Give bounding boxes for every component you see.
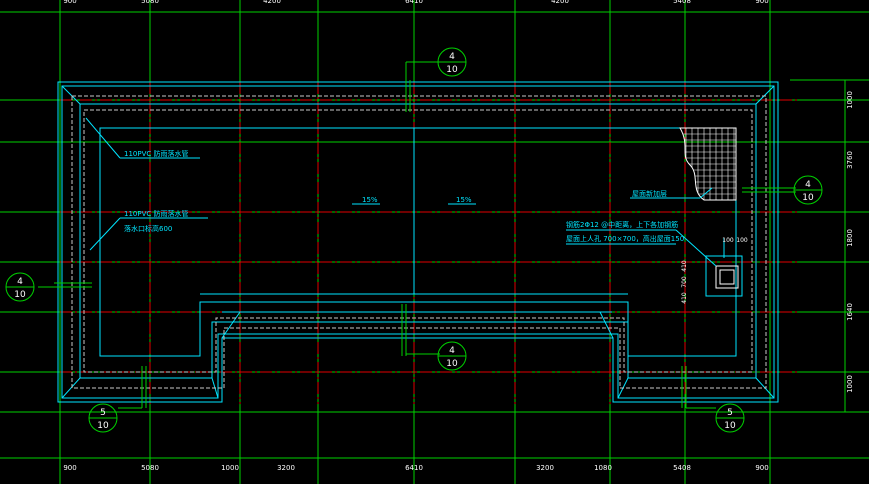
dim-top-4: 6410 — [405, 0, 423, 5]
dim-top-7: 900 — [755, 0, 768, 5]
note-hatch-2: 屋面上人孔 700×700，高出屋面150 — [566, 234, 684, 243]
section-mark-left-num: 4 — [17, 277, 23, 287]
dim-top-1: 900 — [63, 0, 76, 5]
dim-right-4: 1640 — [846, 303, 854, 321]
dim-bottom-6: 3200 — [536, 464, 554, 472]
dim-right-1: 1000 — [846, 91, 854, 109]
dim-inner-2: 100 — [736, 237, 748, 244]
parapet-dashed — [71, 95, 767, 389]
dim-top-5: 4200 — [551, 0, 569, 5]
section-mark-br-sheet: 10 — [724, 421, 736, 431]
note-hatch-1: 钢筋2Φ12 @中距离，上下各加钢筋 — [566, 220, 678, 229]
section-mark-circles — [5, 47, 823, 433]
dim-right-2: 3760 — [846, 151, 854, 169]
dim-inner-3: 410 — [681, 260, 688, 272]
dim-bottom-9: 900 — [755, 464, 768, 472]
note-pipe-2: 110PVC 防雨落水管 — [124, 209, 188, 218]
dim-bottom-7: 1080 — [594, 464, 612, 472]
section-mark-bl-num: 5 — [100, 408, 106, 418]
note-hatch-label: 屋面新加层 — [632, 189, 667, 198]
dim-top-6: 5408 — [673, 0, 691, 5]
dim-top-2: 5080 — [141, 0, 159, 5]
dim-inner-5: 410 — [681, 292, 688, 304]
note-slope-right: 15% — [456, 196, 472, 204]
dims-right: 1000 3760 1800 1640 1000 — [846, 91, 854, 393]
dim-bottom-1: 900 — [63, 464, 76, 472]
section-mark-center-num: 4 — [449, 346, 455, 356]
hatch-area — [679, 127, 737, 201]
roof-outline — [57, 81, 779, 403]
note-slope-left: 15% — [362, 196, 378, 204]
leader-lines — [85, 117, 717, 267]
dims-bottom: 900 5080 1000 3200 6410 3200 1080 5408 9… — [63, 464, 768, 472]
dim-top-3: 4200 — [263, 0, 281, 5]
dim-inner-1: 100 — [722, 237, 734, 244]
section-mark-center-sheet: 10 — [446, 359, 458, 369]
section-mark-top-sheet: 10 — [446, 65, 458, 75]
note-pipe-1: 110PVC 防雨落水管 — [124, 149, 188, 158]
dims-inner: 100 100 410 700 410 — [681, 237, 748, 304]
dim-bottom-2: 5080 — [141, 464, 159, 472]
section-cuts — [38, 61, 796, 409]
section-mark-right-sheet: 10 — [802, 193, 814, 203]
dims-top: 900 5080 4200 6410 4200 5408 900 — [63, 0, 768, 5]
dim-bottom-5: 6410 — [405, 464, 423, 472]
dim-bottom-3: 1000 — [221, 464, 239, 472]
section-mark-right-num: 4 — [805, 180, 811, 190]
annotations: 110PVC 防雨落水管 110PVC 防雨落水管 落水口标高600 15% 1… — [124, 149, 684, 243]
dim-bottom-8: 5408 — [673, 464, 691, 472]
dim-inner-4: 700 — [681, 276, 688, 288]
section-mark-bl-sheet: 10 — [97, 421, 109, 431]
section-mark-top-num: 4 — [449, 52, 455, 62]
dim-right-3: 1800 — [846, 229, 854, 247]
section-mark-labels: 4 10 4 10 4 10 4 10 5 10 5 10 — [14, 52, 814, 431]
dim-bottom-4: 3200 — [277, 464, 295, 472]
dim-right-5: 1000 — [846, 375, 854, 393]
note-pipe-2-sub: 落水口标高600 — [124, 224, 172, 233]
section-mark-left-sheet: 10 — [14, 290, 26, 300]
section-mark-br-num: 5 — [727, 408, 733, 418]
roof-access-hatch — [705, 238, 743, 297]
